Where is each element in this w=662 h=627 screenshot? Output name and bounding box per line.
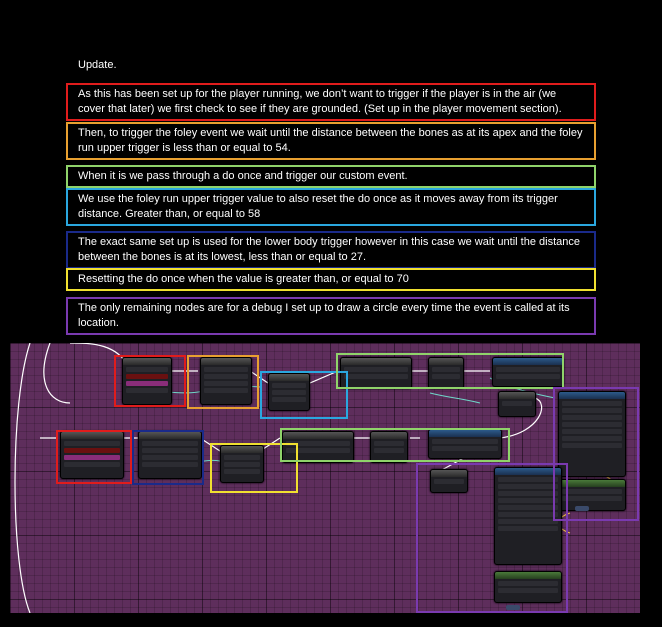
- highlight-grounded-check: [114, 355, 186, 407]
- highlight-grounded-lower: [56, 430, 132, 484]
- get-location-node-lower[interactable]: [494, 571, 562, 603]
- node-header: [123, 358, 171, 365]
- expand-button-lower[interactable]: [506, 605, 520, 610]
- note-do-once: When it is we pass through a do once and…: [66, 165, 596, 188]
- highlight-debug-lower: [416, 463, 568, 613]
- get-node-upper[interactable]: [498, 391, 536, 417]
- note-reset-lower: Resetting the do once when the value is …: [66, 268, 596, 291]
- highlight-debug-upper: [553, 387, 639, 521]
- page-title: Update.: [78, 59, 117, 71]
- expand-button-upper[interactable]: [575, 506, 589, 511]
- note-grounded-check: As this has been set up for the player r…: [66, 83, 596, 121]
- do-once-node-upper[interactable]: [340, 357, 412, 389]
- highlight-lower-trigger: [132, 430, 204, 485]
- sequence-node-upper[interactable]: [428, 357, 464, 389]
- note-upper-trigger: Then, to trigger the foley event we wait…: [66, 122, 596, 160]
- highlight-reset-upper: [260, 371, 348, 419]
- note-debug: The only remaining nodes are for a debug…: [66, 297, 596, 335]
- branch-node-lower[interactable]: [60, 431, 124, 479]
- compare-node-reset-lower[interactable]: [220, 445, 264, 483]
- highlight-do-once-lower: [280, 428, 510, 462]
- highlight-reset-lower: [210, 443, 298, 493]
- highlight-do-once-upper: [336, 353, 564, 389]
- note-lower-trigger: The exact same set up is used for the lo…: [66, 231, 596, 269]
- blueprint-graph[interactable]: [10, 343, 640, 613]
- audio-event-node-lower[interactable]: [428, 429, 502, 459]
- highlight-upper-trigger: [187, 355, 259, 409]
- compare-node-upper[interactable]: [200, 357, 252, 405]
- branch-node-grounded[interactable]: [122, 357, 172, 405]
- draw-debug-circle-node-lower[interactable]: [494, 467, 562, 565]
- audio-event-node-upper[interactable]: [492, 357, 564, 387]
- get-location-node-upper[interactable]: [558, 479, 626, 511]
- sequence-node-lower[interactable]: [370, 431, 408, 463]
- do-once-node-lower[interactable]: [282, 431, 354, 463]
- compare-node-reset-upper[interactable]: [268, 373, 310, 411]
- compare-node-lower[interactable]: [138, 431, 202, 479]
- draw-debug-circle-node-upper[interactable]: [558, 391, 626, 477]
- get-node-lower[interactable]: [430, 469, 468, 493]
- note-reset-upper: We use the foley run upper trigger value…: [66, 188, 596, 226]
